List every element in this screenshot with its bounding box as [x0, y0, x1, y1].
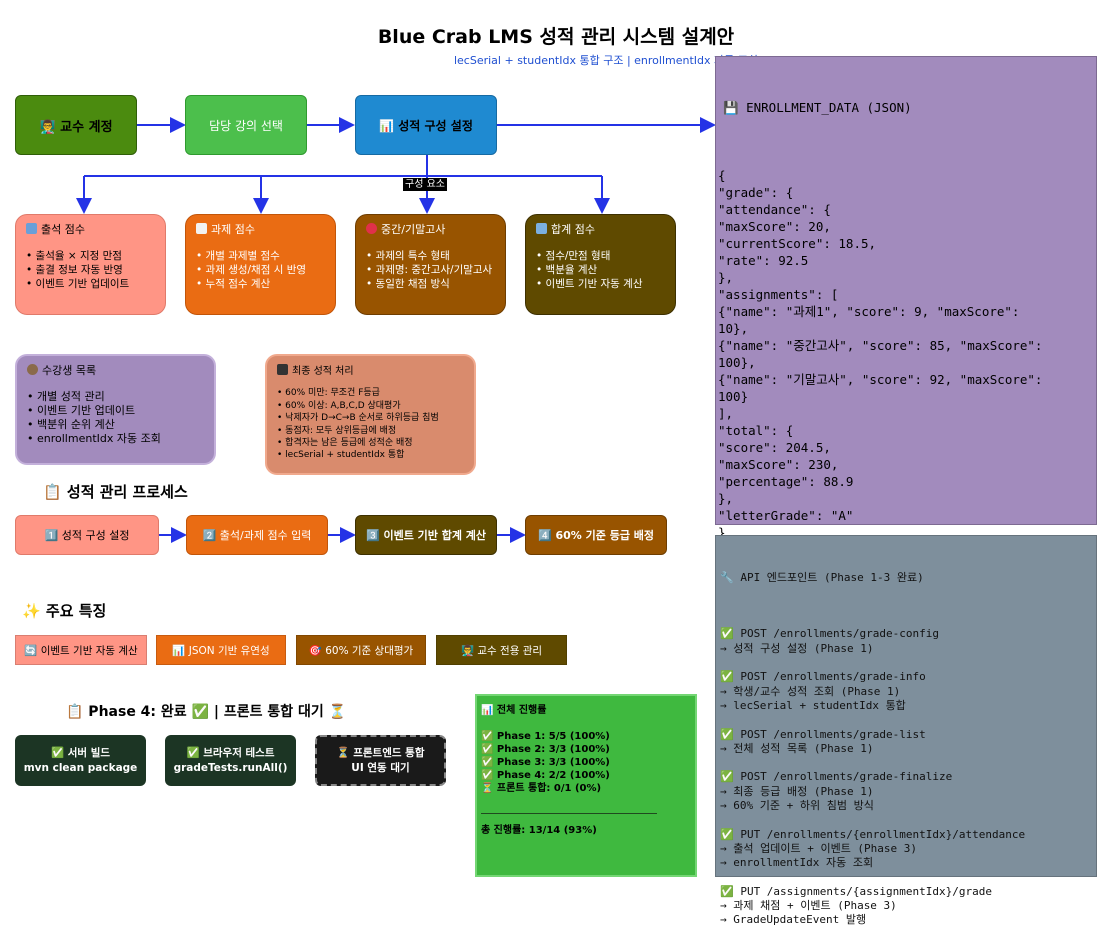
- process-step-4: 4️⃣ 60% 기준 등급 배정: [525, 515, 667, 555]
- progress-line: ✅ Phase 4: 2/2 (100%): [481, 770, 610, 781]
- final-grade-item: 60% 미만: 무조건 F등급: [277, 387, 464, 399]
- api-title: 🔧 API 엔드포인트 (Phase 1-3 완료): [720, 570, 924, 584]
- feature-event: 🔄 이벤트 기반 자동 계산: [15, 635, 147, 665]
- student-list-item: 개별 성적 관리: [27, 390, 204, 404]
- components-label: 구성 요소: [403, 178, 447, 191]
- page-title: Blue Crab LMS 성적 관리 시스템 설계안: [377, 26, 735, 48]
- final-grade-item: 합격자는 남은 등급에 성적순 배정: [277, 437, 464, 449]
- progress-panel: 📊 전체 진행률 ✅ Phase 1: 5/5 (100%) ✅ Phase 2…: [475, 694, 697, 877]
- browser-test-label: ✅ 브라우저 테스트: [186, 746, 275, 759]
- attendance-card-title: 출석 점수: [41, 223, 85, 236]
- enrollment-json-code: { "grade": { "attendance": { "maxScore":…: [718, 168, 1043, 557]
- frontend-integration-status: UI 연동 대기: [351, 761, 410, 774]
- feature-json: 📊 JSON 기반 유연성: [156, 635, 286, 665]
- assignment-item: 과제 생성/채점 시 반영: [196, 263, 325, 277]
- api-endpoints-panel: 🔧 API 엔드포인트 (Phase 1-3 완료) ✅ POST /enrol…: [715, 535, 1097, 926]
- progress-line: ⏳ 프론트 통합: 0/1 (0%): [481, 783, 602, 794]
- document-icon: [196, 223, 207, 234]
- select-lecture-box: 담당 강의 선택: [185, 95, 307, 155]
- attendance-item: 출석율 × 지정 만점: [26, 249, 155, 263]
- final-grade-title: 최종 성적 처리: [292, 366, 354, 377]
- assignment-card-title: 과제 점수: [211, 223, 255, 236]
- exam-item: 과제명: 중간고사/기말고사: [366, 263, 495, 277]
- server-build-label: ✅ 서버 빌드: [50, 746, 111, 759]
- browser-test-box: ✅ 브라우저 테스트 gradeTests.runAll(): [165, 735, 296, 786]
- process-step-2: 2️⃣ 출석/과제 점수 입력: [186, 515, 328, 555]
- frontend-integration-box: ⏳ 프론트엔드 통합 UI 연동 대기: [315, 735, 446, 786]
- enrollment-json-panel: 💾 ENROLLMENT_DATA (JSON) { "grade": { "a…: [715, 56, 1097, 557]
- exam-item: 동일한 채점 방식: [366, 277, 495, 291]
- enrollment-json-title: 💾 ENROLLMENT_DATA (JSON): [723, 100, 912, 115]
- progress-line: ✅ Phase 2: 3/3 (100%): [481, 744, 610, 755]
- assignment-card: 과제 점수 개별 과제별 점수 과제 생성/채점 시 반영 누적 점수 계산: [185, 214, 336, 315]
- student-list-item: enrollmentIdx 자동 조회: [27, 432, 204, 446]
- progress-title: 📊 전체 진행률: [481, 705, 547, 716]
- server-build-box: ✅ 서버 빌드 mvn clean package: [15, 735, 146, 786]
- server-build-command: mvn clean package: [23, 761, 138, 774]
- final-grade-item: 60% 이상: A,B,C,D 상대평가: [277, 400, 464, 412]
- student-icon: [27, 364, 38, 375]
- api-endpoint-list: ✅ POST /enrollments/grade-config → 성적 구성…: [720, 627, 1026, 927]
- total-card-title: 합계 점수: [551, 223, 595, 236]
- total-item: 백분율 계산: [536, 263, 665, 277]
- final-grade-item: 동점자: 모두 상위등급에 배정: [277, 425, 464, 437]
- page-subtitle: lecSerial + studentIdx 통합 구조 | enrollmen…: [453, 54, 758, 67]
- total-item: 점수/만점 형태: [536, 249, 665, 263]
- total-card: 합계 점수 점수/만점 형태 백분율 계산 이벤트 기반 자동 계산: [525, 214, 676, 315]
- features-heading: ✨ 주요 특징: [22, 602, 107, 620]
- exam-card-title: 중간/기말고사: [381, 223, 446, 236]
- attendance-card: 출석 점수 출석율 × 지정 만점 출결 정보 자동 반영 이벤트 기반 업데이…: [15, 214, 166, 315]
- process-step-3: 3️⃣ 이벤트 기반 합계 계산: [355, 515, 497, 555]
- connector-layer: [76, 117, 716, 543]
- graduation-cap-icon: [277, 364, 288, 375]
- browser-test-command: gradeTests.runAll(): [173, 761, 288, 774]
- professor-account-box: 👨‍🏫 교수 계정: [15, 95, 137, 155]
- student-list-card: 수강생 목록 개별 성적 관리 이벤트 기반 업데이트 백분위 순위 계산 en…: [15, 354, 216, 465]
- target-icon: [366, 223, 377, 234]
- progress-line: ✅ Phase 3: 3/3 (100%): [481, 757, 610, 768]
- phase-heading: 📋 Phase 4: 완료 ✅ | 프론트 통합 대기 ⏳: [66, 704, 347, 720]
- final-grade-item: 낙제자가 D→C→B 순서로 하위등급 침범: [277, 412, 464, 424]
- student-list-item: 백분위 순위 계산: [27, 418, 204, 432]
- progress-total: 총 진행률: 13/14 (93%): [481, 825, 597, 836]
- attendance-item: 이벤트 기반 업데이트: [26, 277, 155, 291]
- assignment-item: 개별 과제별 점수: [196, 249, 325, 263]
- chart-icon: [536, 223, 547, 234]
- progress-line: ✅ Phase 1: 5/5 (100%): [481, 731, 610, 742]
- exam-item: 과제의 특수 형태: [366, 249, 495, 263]
- process-step-1: 1️⃣ 성적 구성 설정: [15, 515, 159, 555]
- frontend-integration-label: ⏳ 프론트엔드 통합: [336, 746, 425, 759]
- exam-card: 중간/기말고사 과제의 특수 형태 과제명: 중간고사/기말고사 동일한 채점 …: [355, 214, 506, 315]
- final-grade-card: 최종 성적 처리 60% 미만: 무조건 F등급 60% 이상: A,B,C,D…: [265, 354, 476, 475]
- student-list-item: 이벤트 기반 업데이트: [27, 404, 204, 418]
- final-grade-item: lecSerial + studentIdx 통합: [277, 449, 464, 461]
- student-list-title: 수강생 목록: [42, 364, 97, 377]
- grade-config-box: 📊 성적 구성 설정: [355, 95, 497, 155]
- total-item: 이벤트 기반 자동 계산: [536, 277, 665, 291]
- calendar-icon: [26, 223, 37, 234]
- feature-relative: 🎯 60% 기준 상대평가: [296, 635, 426, 665]
- process-heading: 📋 성적 관리 프로세스: [43, 483, 188, 501]
- assignment-item: 누적 점수 계산: [196, 277, 325, 291]
- attendance-item: 출결 정보 자동 반영: [26, 263, 155, 277]
- feature-professor: 👨‍🏫 교수 전용 관리: [436, 635, 567, 665]
- progress-divider: [481, 813, 657, 814]
